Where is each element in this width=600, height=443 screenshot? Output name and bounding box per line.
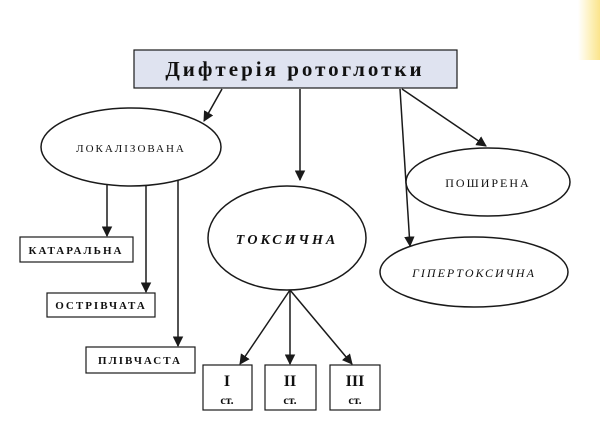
- hypertoxic-label: ГІПЕРТОКСИЧНА: [411, 266, 536, 280]
- catarrhal-label: КАТАРАЛЬНА: [29, 245, 124, 257]
- localized-label: ЛОКАЛІЗОВАНА: [76, 143, 186, 155]
- degree-2-node: II ст.: [264, 364, 317, 411]
- arrow-title-to-localized: [203, 88, 223, 122]
- arrow-title-to-hypertoxic: [399, 88, 415, 248]
- insular-label: ОСТРІВЧАТА: [55, 300, 147, 312]
- degree-3-node: III ст.: [329, 364, 381, 411]
- degree-2-unit: ст.: [283, 393, 296, 407]
- arrow-toxic-to-degree-3: [289, 289, 353, 365]
- insular-node: ОСТРІВЧАТА: [46, 292, 156, 318]
- hypertoxic-node: ГІПЕРТОКСИЧНА: [379, 236, 569, 308]
- degree-1-node: I ст.: [202, 364, 253, 411]
- title-node: Дифтерія ротоглотки: [133, 49, 458, 89]
- connectors: [101, 88, 487, 366]
- degree-3-unit: ст.: [348, 393, 361, 407]
- arrow-title-to-widespread: [401, 88, 487, 147]
- degree-2-number: II: [284, 373, 296, 390]
- localized-node: ЛОКАЛІЗОВАНА: [40, 107, 222, 187]
- membranous-node: ПЛІВЧАСТА: [85, 346, 196, 374]
- toxic-label: ТОКСИЧНА: [236, 233, 338, 248]
- title-text: Дифтерія ротоглотки: [165, 57, 424, 81]
- degree-3-number: III: [346, 373, 365, 390]
- arrow-toxic-to-degree-1: [239, 289, 291, 365]
- membranous-label: ПЛІВЧАСТА: [98, 355, 182, 367]
- widespread-label: ПОШИРЕНА: [445, 176, 530, 190]
- catarrhal-node: КАТАРАЛЬНА: [19, 236, 134, 263]
- toxic-node: ТОКСИЧНА: [207, 185, 367, 291]
- degree-1-unit: ст.: [220, 393, 233, 407]
- corner-highlight: [578, 0, 600, 60]
- degree-1-number: I: [224, 373, 230, 390]
- widespread-node: ПОШИРЕНА: [405, 147, 571, 217]
